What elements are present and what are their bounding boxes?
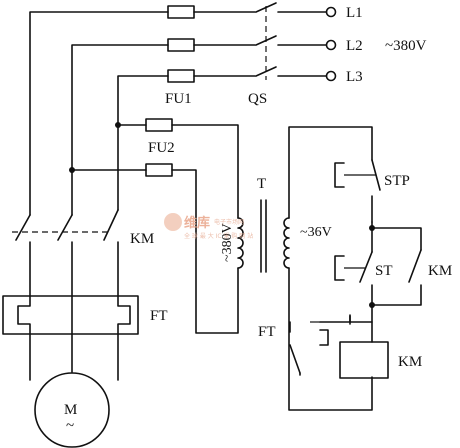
watermark-tagline: 全 球 最 大 IC 采 购 网 站 — [184, 232, 253, 240]
label-primary-voltage: ~380V — [220, 223, 235, 262]
thermal-relay-ft — [2, 295, 139, 335]
label-qs: QS — [248, 91, 267, 107]
terminal-l1 — [325, 6, 337, 18]
motor-m — [29, 333, 119, 448]
supply-lines — [29, 2, 337, 216]
thermal-relay-body — [2, 295, 139, 335]
contactor-coil-km — [339, 341, 389, 379]
label-supply-voltage: ~380V — [385, 38, 427, 54]
label-km-main: KM — [130, 231, 154, 247]
label-stp: STP — [384, 173, 410, 189]
watermark-brand: 维库 — [184, 215, 210, 231]
label-secondary-voltage: ~36V — [300, 225, 332, 240]
transformer-t — [237, 126, 373, 411]
fuse-fu2-a — [145, 118, 173, 132]
label-l1: L1 — [346, 5, 363, 21]
label-km-aux: KM — [428, 263, 452, 279]
label-transformer: T — [257, 176, 266, 192]
terminal-l2 — [325, 39, 337, 51]
fuse-fu1-l3 — [167, 69, 195, 83]
fuse-fu1-l1 — [167, 5, 195, 19]
motor-circle — [34, 372, 110, 448]
main-contacts-km — [12, 209, 119, 297]
watermark-logo-icon — [164, 213, 182, 231]
label-motor: M — [64, 402, 77, 418]
control-feed — [69, 118, 239, 334]
terminal-l3 — [325, 70, 337, 82]
watermark-sub: 电子市场网 — [214, 218, 244, 226]
control-circuit — [289, 159, 422, 379]
label-ft-relay: FT — [150, 308, 168, 324]
label-l2: L2 — [346, 38, 363, 54]
fuse-fu2-b — [145, 163, 173, 177]
label-motor-ac: ~ — [66, 418, 74, 434]
label-fu1: FU1 — [165, 91, 192, 107]
label-ft-contact: FT — [258, 324, 276, 340]
label-km-coil: KM — [398, 354, 422, 370]
label-l3: L3 — [346, 69, 363, 85]
fuse-fu1-l2 — [167, 38, 195, 52]
label-fu2: FU2 — [148, 140, 175, 156]
label-st: ST — [375, 263, 393, 279]
watermark: 维库 电子市场网 全 球 最 大 IC 采 购 网 站 — [164, 213, 253, 240]
